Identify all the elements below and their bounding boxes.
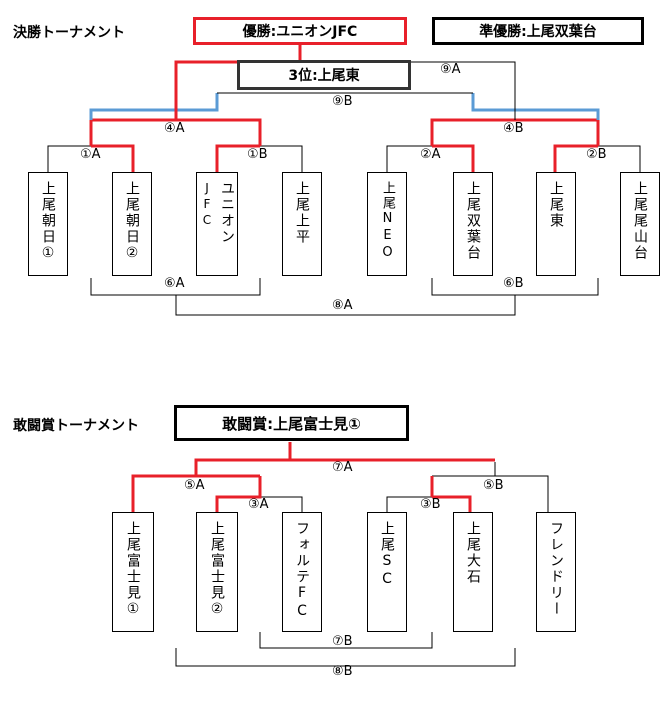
team-box: 上尾尾山台 bbox=[620, 172, 660, 276]
match-label: ⑥A bbox=[164, 276, 185, 291]
team-box: フレンドリー bbox=[536, 512, 576, 632]
third-place-box: 3位:上尾東 bbox=[237, 60, 411, 90]
fighting-tournament-title: 敢闘賞トーナメント bbox=[13, 418, 139, 434]
team-box: 上尾東 bbox=[536, 172, 576, 276]
fighting-win-lines bbox=[131, 442, 495, 512]
final-round1-lines bbox=[47, 120, 641, 172]
match-label: ⑦A bbox=[332, 460, 353, 475]
match-label: ⑤B bbox=[483, 478, 504, 493]
match-label: ⑤A bbox=[184, 478, 205, 493]
match-label: ②A bbox=[420, 147, 441, 162]
runner-up-box: 準優勝:上尾双葉台 bbox=[432, 17, 644, 45]
final-lower-brackets bbox=[90, 278, 599, 316]
match-label: ⑧B bbox=[332, 664, 353, 679]
match-label: ⑧A bbox=[332, 298, 353, 313]
team-box: 上尾朝日② bbox=[112, 172, 152, 276]
fighting-round-lines bbox=[260, 462, 549, 512]
match-label: ⑥B bbox=[503, 276, 524, 291]
team-box: 上尾上平 bbox=[282, 172, 322, 276]
match-label: ④A bbox=[164, 121, 185, 136]
team-box: 上尾富士見① bbox=[112, 512, 154, 632]
team-box: 上尾大石 bbox=[453, 512, 493, 632]
match-label: ⑦B bbox=[332, 634, 353, 649]
team-box: フォルテFC bbox=[282, 512, 322, 632]
third-place-lines bbox=[89, 93, 600, 120]
final-round1-win-lines bbox=[91, 144, 598, 172]
winner-box: 優勝:ユニオンJFC bbox=[193, 17, 407, 45]
final-tournament-title: 決勝トーナメント bbox=[13, 25, 125, 41]
match-label: ①B bbox=[247, 147, 268, 162]
match-label: ⑨B bbox=[332, 94, 353, 109]
team-box: 上尾NEO bbox=[367, 172, 407, 276]
match-label: ①A bbox=[80, 147, 101, 162]
match-label: ⑨A bbox=[440, 62, 461, 77]
match-label: ④B bbox=[503, 121, 524, 136]
team-box: 上尾双葉台 bbox=[453, 172, 493, 276]
team-box: 上尾朝日① bbox=[28, 172, 68, 276]
match-label: ③A bbox=[248, 497, 269, 512]
fighting-lower-brackets bbox=[175, 632, 516, 667]
team-box: 上尾SC bbox=[367, 512, 407, 632]
fighting-spirit-box: 敢闘賞:上尾富士見① bbox=[174, 405, 409, 441]
match-label: ③B bbox=[420, 497, 441, 512]
team-box: 上尾富士見② bbox=[196, 512, 238, 632]
match-label: ②B bbox=[586, 147, 607, 162]
